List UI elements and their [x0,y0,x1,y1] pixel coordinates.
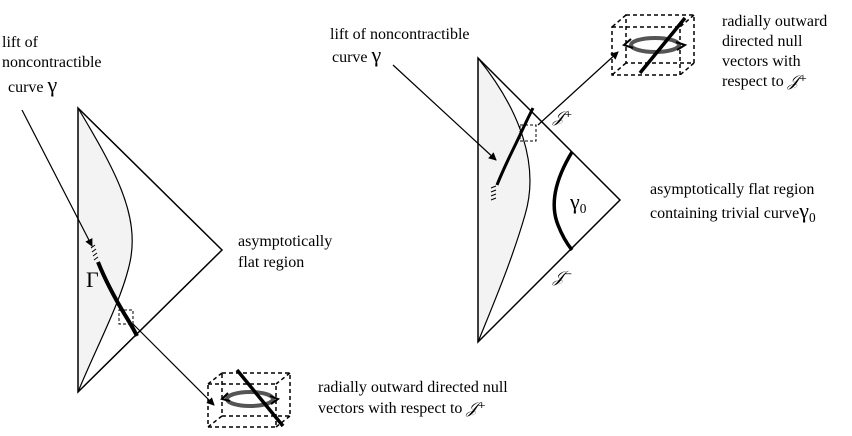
right-curve-gamma0 [552,151,574,252]
right-trivial-curve-symbol: γ [799,198,810,223]
left-lift-label-curve: curve [8,79,44,96]
left-shaded-region [78,108,133,392]
right-region-label-text: containing trivial curve [650,205,800,222]
left-inner-boundary [77,107,133,393]
left-curve-Gamma [96,261,139,337]
right-gamma0-sub: 0 [579,201,587,217]
left-lift-label-line2: noncontractible [2,54,102,71]
right-gamma0-symbol: γ [570,189,580,214]
left-region-label-line2: flat region [238,254,305,271]
right-hatch-marks [490,185,497,201]
right-curve-gamma [495,107,535,186]
right-vector-scri-plus: 𝒥⁺ [787,73,808,90]
right-lift-label-line2: curve γ [332,42,382,67]
left-region-label-line1: asymptotically [238,233,333,250]
left-lift-label-line1: lift of [2,34,38,51]
right-penrose-diagram [392,14,695,344]
right-lift-arrow [392,64,497,161]
left-vector-label-line2: vectors with respect to 𝒥⁺ [318,399,486,418]
right-scri-plus: 𝒥⁺ [553,109,573,126]
left-null-cone-box [207,368,291,428]
left-gamma-symbol: γ [47,72,58,97]
left-triangle [77,106,224,394]
right-vector-label-line1: radially outward [722,13,828,30]
left-scri-plus: 𝒥⁺ [466,400,486,417]
right-null-cone-box [611,14,695,76]
right-vector-label-line4: respect to 𝒥⁺ [722,72,807,91]
right-vector-label-line3: vectors with [722,53,801,70]
right-lift-label-curve: curve [332,49,368,66]
right-lift-label-line1: lift of noncontractible [330,26,470,43]
left-penrose-diagram [21,106,291,428]
left-lift-label-line3: curve γ [8,72,58,97]
right-shaded-region [478,58,530,342]
right-small-dashed-box [519,124,537,142]
right-inner-boundary [477,57,531,343]
right-vector-label-line2: directed null [722,33,803,50]
left-Gamma-symbol: Γ [86,267,99,292]
left-hatch-marks [90,244,99,261]
right-gamma-symbol: γ [371,42,382,67]
right-region-label-line2: containing trivial curveγ0 [650,198,816,227]
right-triangle [477,56,622,344]
left-small-dashed-box [118,309,134,325]
right-detail-arrow [537,51,619,126]
right-trivial-curve-sub: 0 [809,210,816,226]
left-lift-arrow [21,109,93,247]
right-vector-label-text: respect to [722,73,784,90]
right-region-label-line1: asymptotically flat region [650,181,815,198]
left-detail-arrow [132,323,215,406]
left-vector-label-line1: radially outward directed null [318,379,508,396]
left-vector-label-text: vectors with respect to [318,400,463,417]
right-scri-minus: 𝒥⁻ [553,269,573,286]
right-gamma0-label: γ0 [570,189,587,218]
